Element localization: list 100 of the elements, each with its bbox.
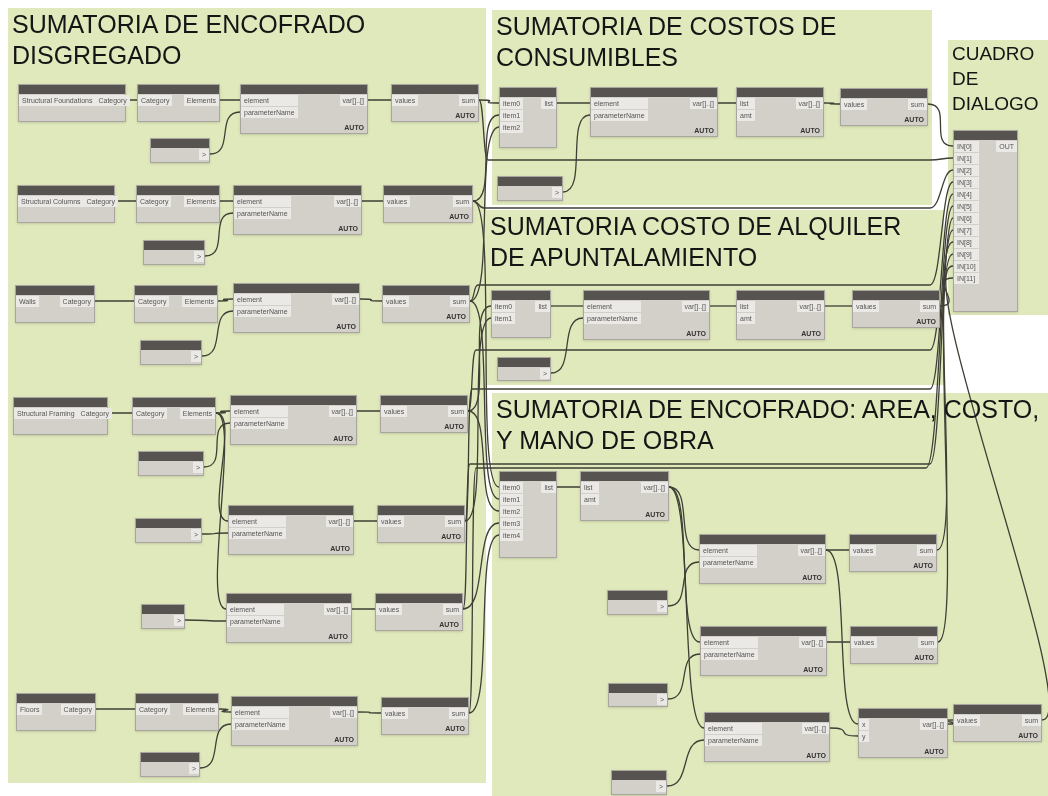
- wire: [209, 111, 241, 155]
- wire: [472, 114, 500, 202]
- wire: [927, 103, 954, 147]
- dynamo-node: [611, 770, 667, 795]
- dynamo-node: [852, 290, 940, 328]
- group-title: SUMATORIA DE ENCOFRADO DISGREGADO: [11, 9, 367, 71]
- wire: [556, 102, 591, 104]
- wire: [201, 310, 234, 357]
- dynamo-node: [583, 290, 710, 340]
- wire: [668, 486, 705, 729]
- dynamo-node: [140, 340, 202, 365]
- dynamo-node: [132, 397, 216, 435]
- wire: [464, 317, 492, 522]
- wire: [219, 99, 241, 101]
- dynamo-node: [497, 176, 563, 201]
- dynamo-node: [736, 87, 824, 137]
- wire: [936, 241, 954, 551]
- dynamo-node: [607, 590, 668, 615]
- wire: [462, 217, 954, 610]
- dynamo-node: [150, 138, 210, 163]
- wire: [469, 126, 500, 302]
- dynamo-node: [143, 240, 205, 265]
- dynamo-node: [134, 285, 218, 323]
- wire: [825, 549, 859, 725]
- dynamo-node: [140, 752, 200, 777]
- wire: [478, 99, 500, 104]
- wire: [204, 212, 234, 257]
- wire: [201, 532, 229, 535]
- wire: [367, 99, 392, 101]
- dynamo-node: [377, 505, 465, 543]
- group-panel: [492, 393, 1048, 796]
- wire: [467, 410, 500, 512]
- wire: [667, 653, 701, 700]
- wire: [215, 412, 227, 610]
- dynamo-node: [380, 395, 468, 433]
- group-panel: [486, 210, 944, 385]
- group-title: SUMATORIA DE COSTOS DE CONSUMIBLES: [495, 11, 838, 73]
- wire: [95, 708, 136, 710]
- group-title: CUADRO DE DIALOGO: [951, 42, 1040, 116]
- dynamo-node: [383, 185, 473, 223]
- wire: [468, 534, 500, 714]
- wire: [937, 253, 954, 643]
- wire: [717, 102, 737, 104]
- group-panel: [8, 8, 486, 783]
- wire: [215, 412, 229, 522]
- dynamo-node: [580, 471, 669, 521]
- wire: [203, 422, 231, 468]
- wire: [472, 169, 954, 209]
- dynamo-node: [375, 593, 463, 631]
- dynamo-node: [136, 185, 220, 223]
- wire: [666, 739, 705, 787]
- wire: [217, 298, 234, 302]
- dynamo-node: [736, 290, 825, 340]
- dynamo-node: [15, 285, 95, 323]
- dynamo-node: [840, 88, 928, 126]
- dynamo-node: [228, 505, 354, 555]
- wire: [361, 200, 384, 202]
- dynamo-node: [382, 285, 470, 323]
- wire: [478, 99, 954, 161]
- wire: [356, 410, 381, 412]
- wire: [826, 641, 851, 643]
- wire: [667, 561, 700, 607]
- wire: [219, 200, 234, 202]
- dynamo-node: [391, 84, 479, 122]
- dynamo-node: [135, 693, 219, 731]
- wire: [464, 205, 954, 522]
- dynamo-node: [240, 84, 368, 134]
- dynamo-node: [849, 534, 937, 572]
- dynamo-node: [953, 704, 1042, 742]
- wire: [825, 549, 850, 551]
- wire: [469, 300, 500, 500]
- wire: [467, 305, 492, 412]
- wire: [184, 619, 227, 622]
- wire: [462, 522, 500, 610]
- wire: [472, 200, 500, 488]
- dynamo-node: [858, 708, 948, 758]
- wire: [218, 708, 232, 713]
- dynamo-node: [700, 626, 827, 676]
- dynamo-node: [230, 395, 357, 445]
- wire: [351, 608, 376, 610]
- wire: [199, 723, 232, 769]
- dynamo-node: [608, 683, 668, 707]
- dynamo-node: [699, 534, 826, 584]
- dynamo-node: [233, 283, 360, 333]
- wire: [709, 305, 737, 307]
- wire: [562, 114, 591, 193]
- wire: [550, 317, 584, 374]
- dynamo-node: [141, 604, 185, 629]
- dynamo-node: [135, 518, 202, 543]
- dynamo-node: [381, 697, 469, 735]
- dynamo-node: [704, 712, 830, 762]
- wire: [939, 277, 954, 307]
- wire: [357, 711, 382, 714]
- dynamo-node: [497, 357, 551, 381]
- wire: [556, 486, 581, 488]
- group-panel: [948, 40, 1048, 315]
- wire: [359, 298, 383, 302]
- wire: [467, 193, 954, 412]
- wire: [823, 102, 841, 105]
- dynamo-node: [233, 185, 362, 235]
